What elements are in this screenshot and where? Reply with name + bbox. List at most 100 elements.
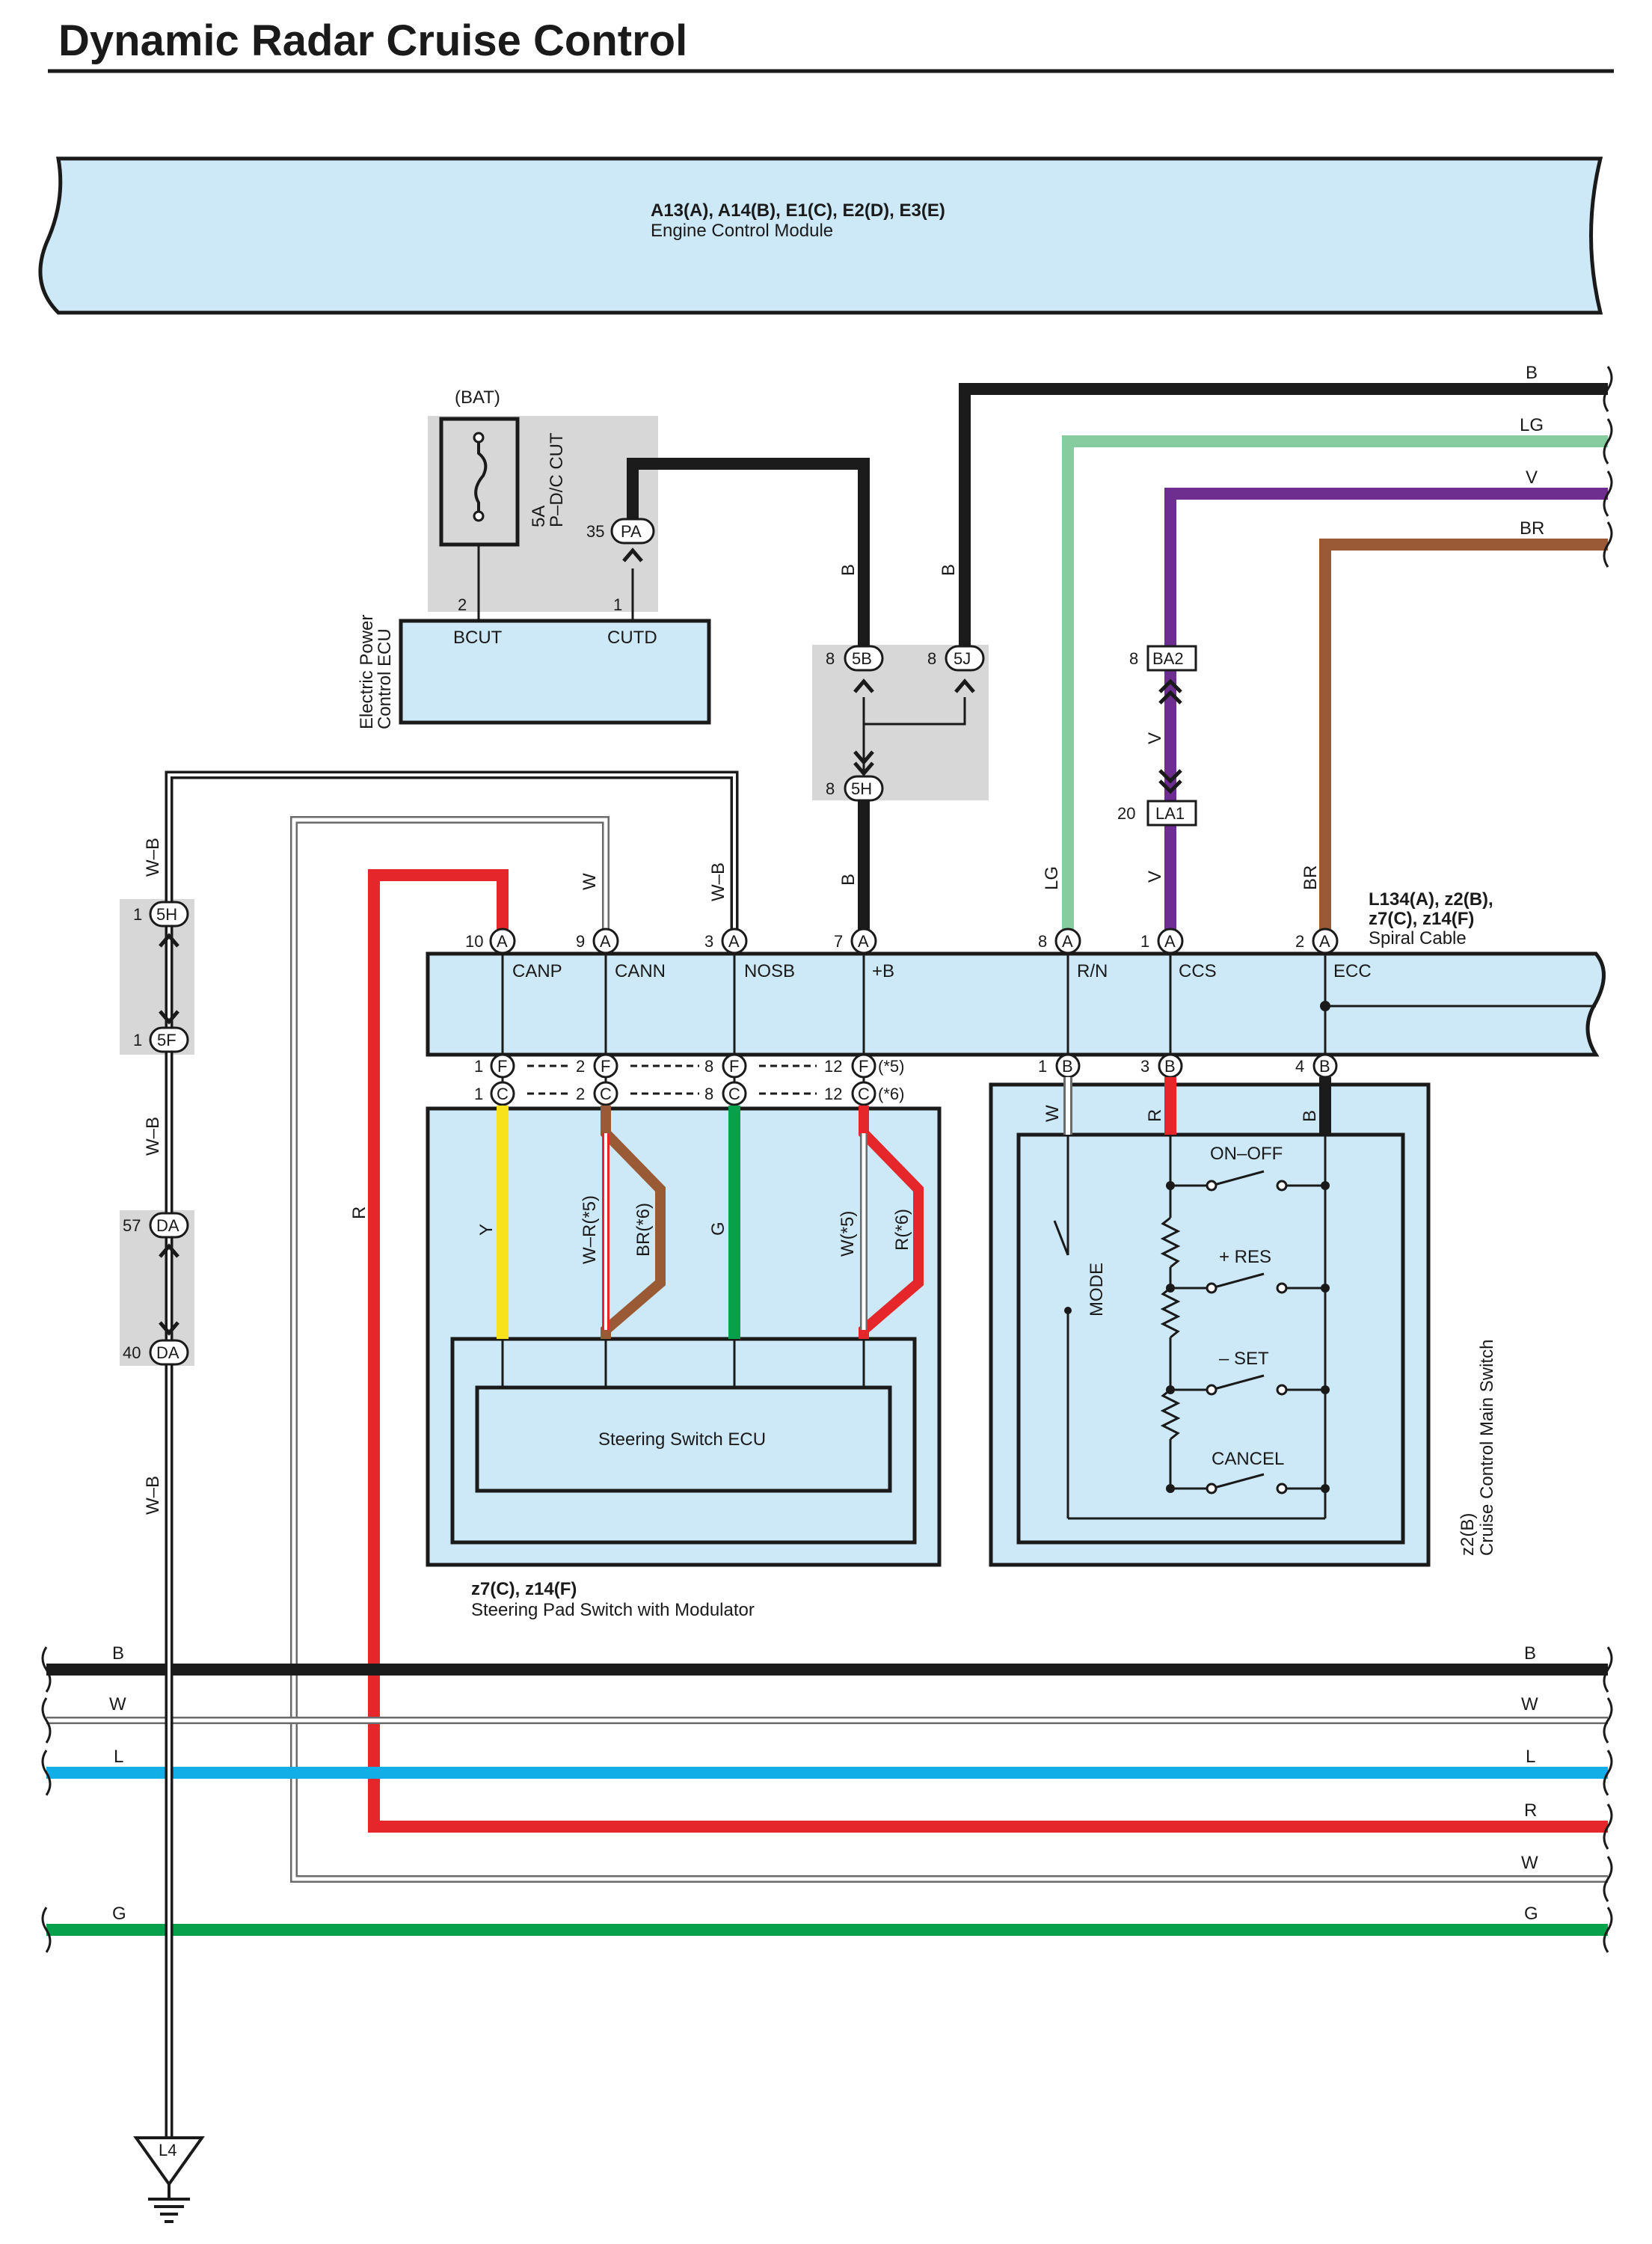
svg-text:1: 1 [1140,932,1149,951]
svg-text:A: A [1164,932,1176,951]
svg-text:F: F [859,1057,868,1076]
wire-r6 [859,1106,924,1339]
lbl-b-lower: B [838,874,859,886]
lbl-r-left: R [349,1207,369,1219]
epc-term-bcut: BCUT [453,628,503,648]
bus-b-r: B [1524,1643,1536,1664]
ba2-pin: 8 [1129,649,1138,668]
svg-text:NOSB: NOSB [744,961,795,981]
fuse-amp: 5A [529,506,549,527]
lbl-w-left: W [580,873,600,890]
svg-text:9: 9 [576,932,585,951]
bus-l-l: L [114,1747,123,1767]
svg-text:CANP: CANP [512,961,562,981]
svg-text:B: B [1164,1057,1176,1076]
svg-text:4: 4 [1295,1057,1304,1076]
j5j-pin: 8 [927,649,936,668]
svg-text:7: 7 [834,932,843,951]
svg-text:8: 8 [704,1085,713,1103]
svg-text:10: 10 [465,932,483,951]
svg-text:B: B [1319,1057,1330,1076]
epc-pin-bcut: 2 [458,595,467,614]
lbl-br-right: BR [1520,518,1544,539]
svg-text:12: 12 [824,1057,842,1076]
la1-code: LA1 [1155,804,1185,823]
fuse-icon [474,438,488,516]
epc-term-cutd: CUTD [607,628,657,648]
sw-cancel: CANCEL [1212,1449,1284,1469]
pa-code: PA [621,522,642,541]
steering-name: Steering Pad Switch with Modulator [471,1600,755,1620]
lbl-wb-top: W–B [143,838,163,877]
spiral-name: Spiral Cable [1369,928,1467,948]
svg-text:1: 1 [474,1057,483,1076]
spiral-terminal-rn: 8 A R/N [1038,928,1108,981]
page-title: Dynamic Radar Cruise Control [58,16,687,65]
lda2-code: DA [156,1343,179,1362]
j5b-code: 5B [852,649,872,668]
spiral-row-c: 1 C 2 C 8 C 12 C (*6) [474,1081,904,1106]
epc-ecu-box [399,619,711,725]
svg-text:(*6): (*6) [878,1085,904,1103]
lda1-pin: 57 [123,1216,141,1235]
l5f-pin: 1 [133,1031,142,1049]
j5h-code: 5H [851,779,872,798]
spiral-conn-1: L134(A), z2(B), [1369,889,1493,910]
pa-pin: 35 [586,522,604,541]
wire-br [1319,539,1608,941]
svg-text:2: 2 [576,1057,585,1076]
fuse-name: P–D/C CUT [547,432,567,527]
lbl-wr5: W–R(*5) [580,1195,600,1264]
wire-lg [1062,435,1608,941]
epc-pin-cutd: 1 [613,595,622,614]
svg-text:F: F [497,1057,507,1076]
svg-text:12: 12 [824,1085,842,1103]
j5h-pin: 8 [826,779,835,798]
spiral-terminal-canp: 10 A CANP [465,928,562,981]
lbl-y: Y [476,1224,497,1236]
svg-text:A: A [1319,932,1330,951]
lbl-sw-r: R [1145,1109,1165,1122]
lbl-v-mid: V [1145,732,1165,744]
svg-text:CCS: CCS [1179,961,1217,981]
fuse-bg [428,416,658,612]
l5h-pin: 1 [133,905,142,924]
sw-on-off: ON–OFF [1210,1144,1283,1164]
lbl-br6: BR(*6) [633,1203,654,1257]
svg-text:2: 2 [576,1085,585,1103]
bus-b-l: B [112,1643,124,1664]
bus-w1-r: W [1521,1694,1538,1714]
ground-symbol [133,2136,205,2187]
svg-text:+B: +B [872,961,894,981]
left-break-marks [41,1646,1613,1953]
spiral-cable-box [426,951,1606,1057]
wire-br6 [601,1106,666,1339]
spiral-terminal-ecc: 2 A ECC [1295,928,1372,981]
spiral-conn-2: z7(C), z14(F) [1369,909,1474,929]
svg-text:F: F [601,1057,610,1076]
lbl-wb-mid: W–B [143,1117,163,1156]
bus-l-r: L [1526,1747,1535,1767]
bus-w2-r: W [1521,1853,1538,1873]
steering-pad-outer [426,1106,942,1567]
lbl-w5: W(*5) [838,1211,858,1257]
steering-ecu-name: Steering Switch ECU [598,1429,766,1450]
l5h-code: 5H [156,905,177,924]
steering-pad-inner [450,1337,917,1545]
wire-v [1164,488,1608,941]
junction-arrow [853,678,975,776]
main-switch-conn: z2(B) [1458,1513,1478,1556]
junction-link [862,697,966,726]
right-break-marks [1603,366,1613,568]
main-switch-name: Cruise Control Main Switch [1477,1340,1497,1556]
spiral-terminal-nosb: 3 A NOSB [704,928,795,981]
svg-text:8: 8 [704,1057,713,1076]
lbl-wb-left: W–B [708,862,728,901]
wire-r-loop [368,869,1608,1833]
svg-text:A: A [1062,932,1073,951]
lbl-b-pa: B [838,564,859,576]
wire-b-pa [627,458,870,657]
bus-r-r: R [1524,1800,1537,1821]
svg-text:3: 3 [1140,1057,1149,1076]
ground-label: L4 [159,2141,176,2159]
